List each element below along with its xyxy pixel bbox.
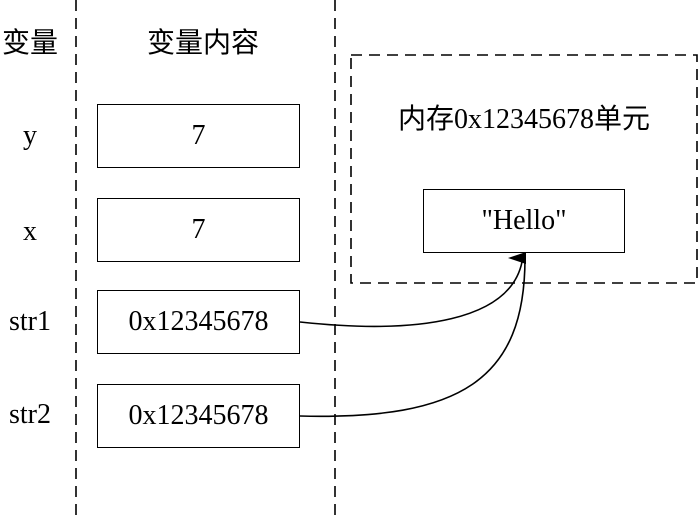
content-header: 变量内容: [146, 28, 259, 59]
pointer-arrow-str2: [299, 252, 527, 418]
memory-value: "Hello": [481, 205, 567, 236]
variable-value-x: 7: [191, 214, 206, 245]
variable-value-str2: 0x12345678: [128, 400, 269, 431]
variable-box-y: 7: [97, 104, 300, 168]
variable-header: 变量: [1, 28, 58, 59]
variable-box-x: 7: [97, 198, 300, 262]
variable-name-y: y: [23, 120, 37, 151]
variable-name-x: x: [23, 216, 37, 247]
variable-name-str1: str1: [9, 306, 51, 337]
pointer-arrow-str1: [299, 261, 523, 328]
memory-cell: "Hello": [423, 189, 625, 253]
variable-box-str1: 0x12345678: [97, 290, 300, 354]
variable-box-str2: 0x12345678: [97, 384, 300, 448]
variable-value-str1: 0x12345678: [128, 306, 269, 337]
memory-title: 内存0x12345678单元: [397, 104, 650, 135]
variable-value-y: 7: [191, 120, 206, 151]
variable-name-str2: str2: [9, 399, 51, 430]
